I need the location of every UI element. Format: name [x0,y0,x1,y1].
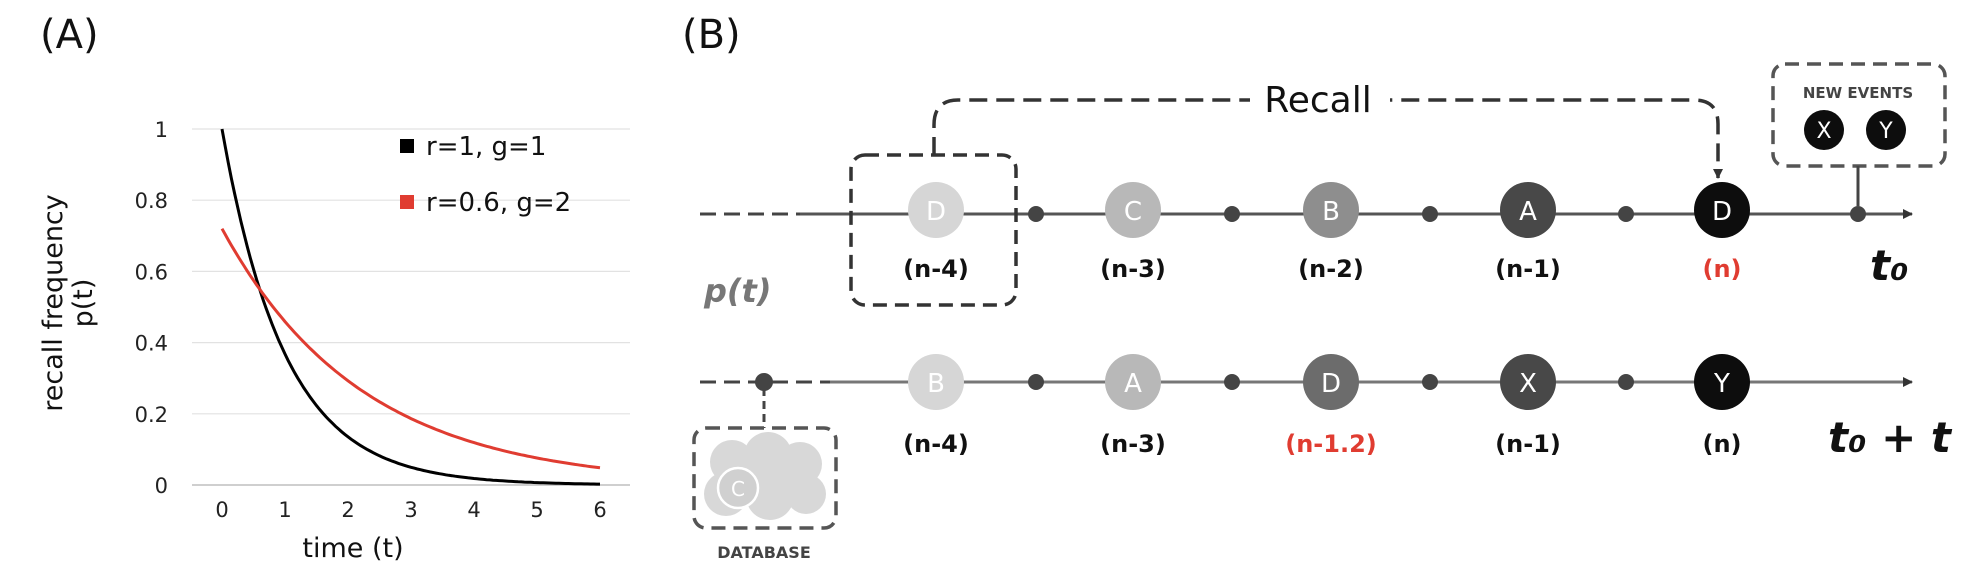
row1-time-label: t₀ [1870,241,1908,290]
new-events-box: NEW EVENTS X Y [1771,62,1947,206]
y-tick-label: 0.6 [135,260,168,284]
x-axis-label: time (t) [302,533,403,564]
row2-node-5-letter: Y [1713,369,1730,399]
x-tick-label: 0 [215,498,228,522]
row1-dot [1618,206,1634,222]
legend-swatch-red [400,195,414,209]
row1-dot [1422,206,1438,222]
x-tick-label: 3 [404,498,417,522]
new-event-y-letter: Y [1878,119,1893,144]
legend-label-black: r=1, g=1 [426,132,546,162]
row2-node-2-letter: A [1124,369,1142,399]
row2-dot [1618,374,1634,390]
row2-node-2-index: (n-3) [1100,430,1166,458]
row1-node-5-circle [1694,182,1750,238]
panel-b-label: (B) [682,12,741,58]
database-item-circle [716,466,760,510]
database-label: DATABASE [717,543,811,562]
new-events-anchor-dot [1850,206,1866,222]
database-anchor-dot [755,373,773,391]
row2-node-5-circle [1694,354,1750,410]
y-tick-label: 1 [155,118,168,142]
row1-node-5-letter: D [1712,197,1732,227]
row2-time-label: t₀ + t [1828,413,1953,462]
new-events-title: NEW EVENTS [1803,84,1913,102]
row1-node-1-letter: D [926,197,946,227]
row1-node-4-circle [1500,182,1556,238]
y-tick-label: 0.8 [135,189,168,213]
new-event-y-circle [1866,110,1906,150]
row2-node-4-letter: X [1519,369,1537,399]
row1-node-4-index: (n-1) [1495,255,1561,283]
x-tick-label: 6 [593,498,606,522]
row1-dot [1028,206,1044,222]
y-tick-label: 0 [155,474,168,498]
recall-label-bg [1250,75,1390,125]
legend-swatch-black [400,139,414,153]
row2-dot [1224,374,1240,390]
y-tick-label: 0.4 [135,332,168,356]
y-axis-label-line2: p(t) [68,279,99,328]
database-item-letter: C [731,477,745,501]
row2-node-5-index: (n) [1702,430,1741,458]
new-event-x-letter: X [1816,119,1831,144]
row1-node-4-letter: A [1519,197,1537,227]
series-line-r1-g1 [220,128,600,486]
row2-node-4-circle [1500,354,1556,410]
pt-label: p(t) [703,272,771,310]
row2-node-1-circle [908,354,964,410]
row2-node-group: B (n-4) A (n-3) D (n-1.2) X (n-1) Y (n) [903,354,1750,458]
row1-node-3-letter: B [1322,197,1340,227]
series-line-r06-g2 [220,227,601,470]
chart-gridlines [192,128,630,486]
row2-node-3-circle [1303,354,1359,410]
y-axis-ticks: 0 0.2 0.4 0.6 0.8 1 [135,118,168,498]
database-border [692,426,838,530]
row1-node-2-letter: C [1124,197,1142,227]
x-tick-label: 2 [341,498,354,522]
row1-node-2-index: (n-3) [1100,255,1166,283]
row1-dot [1224,206,1240,222]
row2-node-1-letter: B [927,369,945,399]
legend-label-red: r=0.6, g=2 [426,188,571,218]
row2-node-4-index: (n-1) [1495,430,1561,458]
row2-dot [1422,374,1438,390]
panel-a-label: (A) [40,12,99,58]
database-box: C DATABASE [692,388,838,562]
row1-dots [1028,206,1866,222]
row1-node-group: D (n-4) C (n-3) B (n-2) A (n-1) D (n) [903,182,1750,283]
x-tick-label: 4 [467,498,480,522]
row2-node-1-index: (n-4) [903,430,969,458]
row1-node-1-circle [908,182,964,238]
timeline-diagram: D (n-4) C (n-3) B (n-2) A (n-1) D (n) B … [692,62,1953,562]
row2-dot [1028,374,1044,390]
new-events-border [1771,62,1947,168]
y-axis-label-line1: recall frequency [38,194,69,412]
x-axis-ticks: 0 1 2 3 4 5 6 [215,498,606,522]
x-tick-label: 5 [530,498,543,522]
row1-node-3-index: (n-2) [1298,255,1364,283]
row2-dots [755,373,1634,391]
row1-node-3-circle [1303,182,1359,238]
new-event-x-circle [1804,110,1844,150]
recall-label: Recall [1264,80,1371,121]
row1-node-1-index: (n-4) [903,255,969,283]
chart-legend: r=1, g=1 r=0.6, g=2 [400,132,571,218]
row1-node-5-index: (n) [1702,255,1741,283]
row2-node-3-index: (n-1.2) [1285,430,1377,458]
y-tick-label: 0.2 [135,403,168,427]
row2-node-2-circle [1105,354,1161,410]
x-tick-label: 1 [278,498,291,522]
row1-node-2-circle [1105,182,1161,238]
row2-node-3-letter: D [1321,369,1341,399]
